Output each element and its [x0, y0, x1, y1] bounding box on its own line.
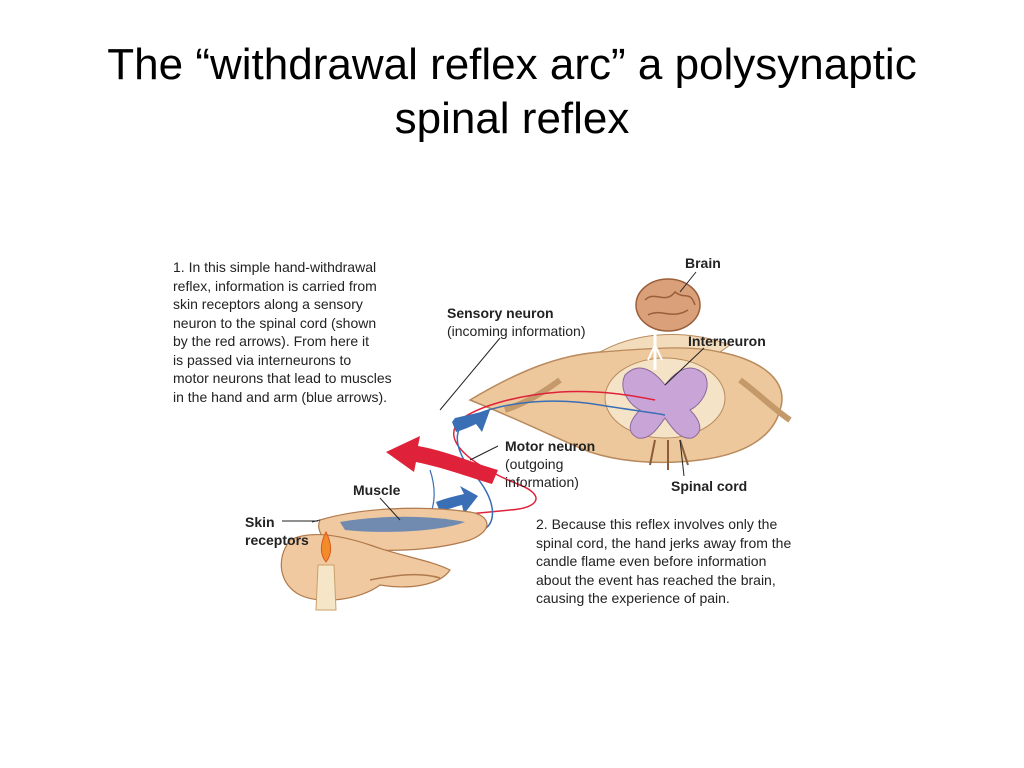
caption-reflex-description: 1. In this simple hand-withdrawal reflex… [173, 258, 392, 406]
caption2-line: causing the experience of pain. [536, 590, 730, 606]
arm-hand-illustration [280, 507, 488, 601]
motor-neuron-title: Motor neuron [505, 438, 596, 454]
caption2-line: about the event has reached the brain, [536, 571, 776, 588]
sensory-neuron-subtitle: (incoming information) [447, 323, 586, 339]
caption1-line: 1. In this simple hand-withdrawal [173, 259, 377, 275]
label-brain: Brain [685, 255, 721, 271]
title-line-1: The “withdrawal reflex arc” a polysynapt… [107, 40, 917, 89]
caption1-line: by the red arrows). From here it [173, 333, 370, 349]
leader-lines [282, 271, 705, 522]
motor-neuron-subtitle-1: (outgoing [505, 456, 564, 472]
caption2-line: candle flame even before information [536, 553, 767, 569]
motor-neuron-subtitle-2: information) [505, 474, 579, 490]
label-sensory-neuron: Sensory neuron (incoming information) [447, 304, 586, 340]
caption1-line: reflex, information is carried from [173, 277, 377, 294]
title-line-2: spinal reflex [394, 94, 630, 143]
skin-receptors-line-2: receptors [245, 532, 309, 548]
skin-receptors-line-1: Skin [245, 514, 275, 530]
spinal-cord-illustration [468, 334, 792, 470]
slide-title: The “withdrawal reflex arc” a polysynapt… [40, 38, 984, 146]
caption2-line: spinal cord, the hand jerks away from th… [536, 534, 792, 551]
caption1-line: in the hand and arm (blue arrows). [173, 388, 387, 405]
label-skin-receptors: Skin receptors [245, 513, 309, 549]
sensory-arrow [386, 436, 498, 484]
sensory-neuron-title: Sensory neuron [447, 305, 554, 321]
flame-icon [320, 530, 332, 563]
candle-illustration [315, 530, 337, 611]
grey-matter-shape [622, 367, 708, 439]
label-spinal-cord: Spinal cord [671, 478, 748, 494]
caption1-line: motor neurons that lead to muscles [173, 370, 392, 386]
caption-reflex-explanation: 2. Because this reflex involves only the… [536, 515, 791, 608]
label-muscle: Muscle [353, 482, 401, 498]
brain-illustration [635, 278, 701, 370]
caption1-line: is passed via interneurons to [173, 351, 352, 368]
caption2-line: 2. Because this reflex involves only the [536, 516, 778, 532]
caption1-line: neuron to the spinal cord (shown [173, 314, 377, 331]
label-motor-neuron: Motor neuron (outgoing information) [505, 437, 595, 491]
motor-arrow-upper [452, 410, 490, 432]
motor-arrow-lower [436, 486, 478, 514]
label-interneuron: Interneuron [688, 333, 766, 349]
caption1-line: skin receptors along a sensory [173, 296, 363, 312]
